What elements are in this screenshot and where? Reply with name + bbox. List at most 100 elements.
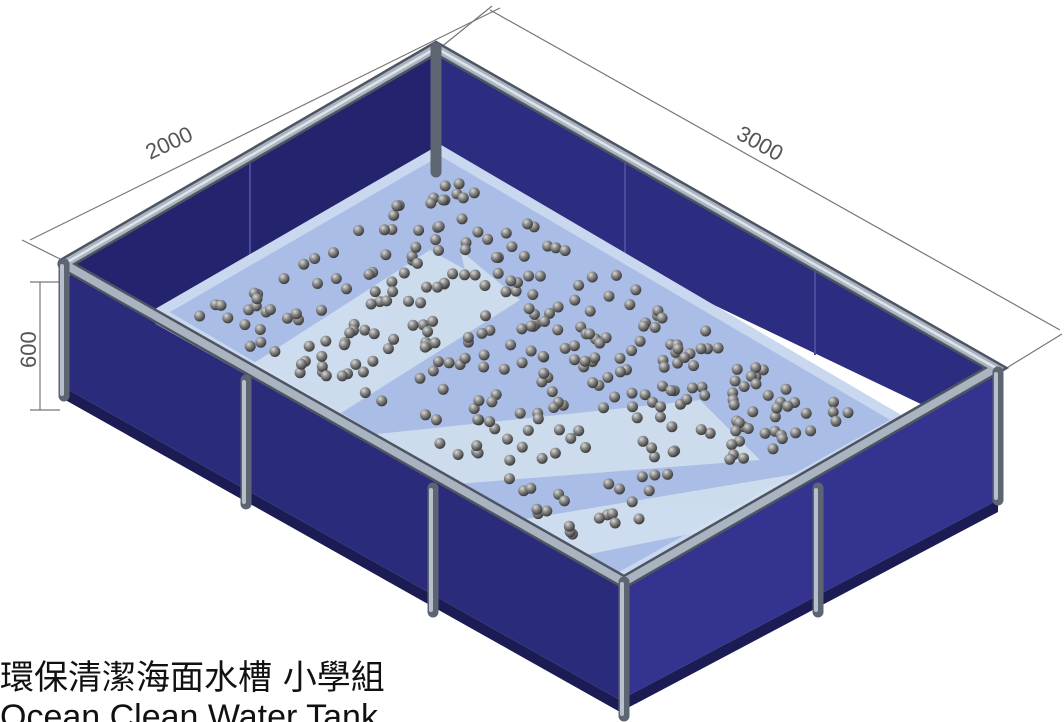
floating-ball: [738, 381, 750, 392]
floating-ball: [589, 352, 601, 364]
floating-ball: [593, 512, 605, 524]
floating-ball: [759, 427, 771, 439]
floating-ball: [534, 270, 546, 282]
caption-subtitle: Ocean Clean Water Tank: [0, 700, 378, 722]
floating-ball: [569, 354, 580, 366]
floating-ball: [295, 358, 307, 370]
floating-ball: [665, 385, 677, 396]
floating-ball: [382, 343, 394, 355]
floating-ball: [679, 352, 691, 363]
floating-ball: [194, 310, 206, 322]
floating-ball: [505, 275, 517, 287]
floating-ball: [731, 363, 743, 375]
floating-ball: [367, 355, 379, 367]
floating-ball: [264, 304, 276, 316]
floating-ball: [376, 395, 388, 407]
floating-ball: [498, 363, 510, 375]
floating-ball: [388, 209, 400, 221]
floating-ball: [254, 324, 266, 335]
floating-ball: [636, 471, 648, 483]
floating-ball: [478, 361, 490, 373]
floating-ball: [432, 356, 444, 368]
floating-ball: [525, 320, 537, 332]
dimension-width-label: 2000: [142, 121, 197, 164]
floating-ball: [606, 508, 618, 520]
floating-ball: [800, 407, 812, 419]
floating-ball: [215, 299, 227, 311]
floating-ball: [500, 227, 512, 239]
floating-ball: [330, 273, 342, 284]
floating-ball: [341, 283, 352, 295]
floating-ball: [420, 409, 431, 421]
floating-ball: [627, 401, 638, 413]
floating-ball: [549, 447, 561, 459]
floating-ball: [666, 421, 678, 433]
floating-ball: [471, 440, 483, 452]
floating-ball: [407, 319, 419, 331]
floating-ball: [827, 406, 839, 418]
floating-ball: [609, 517, 621, 529]
floating-ball: [359, 324, 371, 336]
floating-ball: [316, 304, 327, 316]
floating-ball: [490, 251, 502, 263]
floating-ball: [459, 244, 471, 256]
floating-ball: [657, 380, 668, 392]
floating-ball: [699, 389, 711, 401]
floating-ball: [726, 439, 738, 451]
floating-ball: [462, 331, 474, 343]
floating-ball: [614, 366, 626, 378]
floating-ball: [312, 278, 323, 289]
floating-ball: [790, 427, 802, 439]
floating-ball: [637, 435, 649, 447]
floating-ball: [298, 258, 310, 270]
floating-ball: [594, 337, 606, 349]
floating-ball: [398, 267, 410, 279]
floating-ball: [738, 452, 749, 464]
floating-ball: [269, 346, 281, 357]
caption-title: 環保清潔海面水槽 小學組: [0, 658, 385, 698]
floating-ball: [728, 399, 740, 411]
floating-ball: [730, 425, 742, 437]
floating-ball: [378, 224, 390, 236]
floating-ball: [537, 350, 549, 362]
floating-ball: [222, 312, 234, 324]
floating-ball: [472, 226, 484, 238]
floating-ball: [316, 350, 328, 362]
floating-ball: [541, 505, 553, 517]
floating-ball: [365, 298, 377, 310]
floating-ball: [573, 425, 585, 437]
floating-ball: [750, 362, 762, 374]
floating-ball: [598, 402, 609, 414]
floating-ball: [502, 433, 513, 445]
floating-ball: [422, 326, 434, 338]
floating-ball: [344, 327, 356, 339]
floating-ball: [437, 194, 449, 206]
floating-ball: [368, 328, 380, 340]
floating-ball: [457, 192, 469, 204]
floating-balls: [194, 178, 854, 540]
floating-ball: [482, 233, 494, 245]
floating-ball: [433, 244, 444, 256]
floating-ball: [244, 340, 256, 352]
floating-ball: [328, 247, 339, 259]
floating-ball: [584, 328, 595, 340]
floating-ball: [522, 218, 533, 230]
floating-ball: [255, 336, 267, 348]
floating-ball: [782, 400, 794, 412]
floating-ball: [391, 200, 403, 212]
floating-ball: [681, 393, 693, 405]
floating-ball: [602, 371, 614, 383]
floating-ball: [473, 395, 485, 407]
floating-ball: [656, 312, 668, 324]
floating-ball: [484, 416, 496, 428]
floating-ball: [568, 340, 580, 352]
floating-ball: [336, 370, 348, 382]
floating-ball: [658, 361, 670, 373]
floating-ball: [415, 297, 427, 309]
floating-ball: [480, 310, 491, 322]
floating-ball: [403, 295, 414, 307]
floating-ball: [742, 423, 754, 434]
floating-ball: [433, 221, 445, 232]
floating-ball: [434, 437, 446, 449]
dimension-length-label: 3000: [733, 121, 788, 167]
